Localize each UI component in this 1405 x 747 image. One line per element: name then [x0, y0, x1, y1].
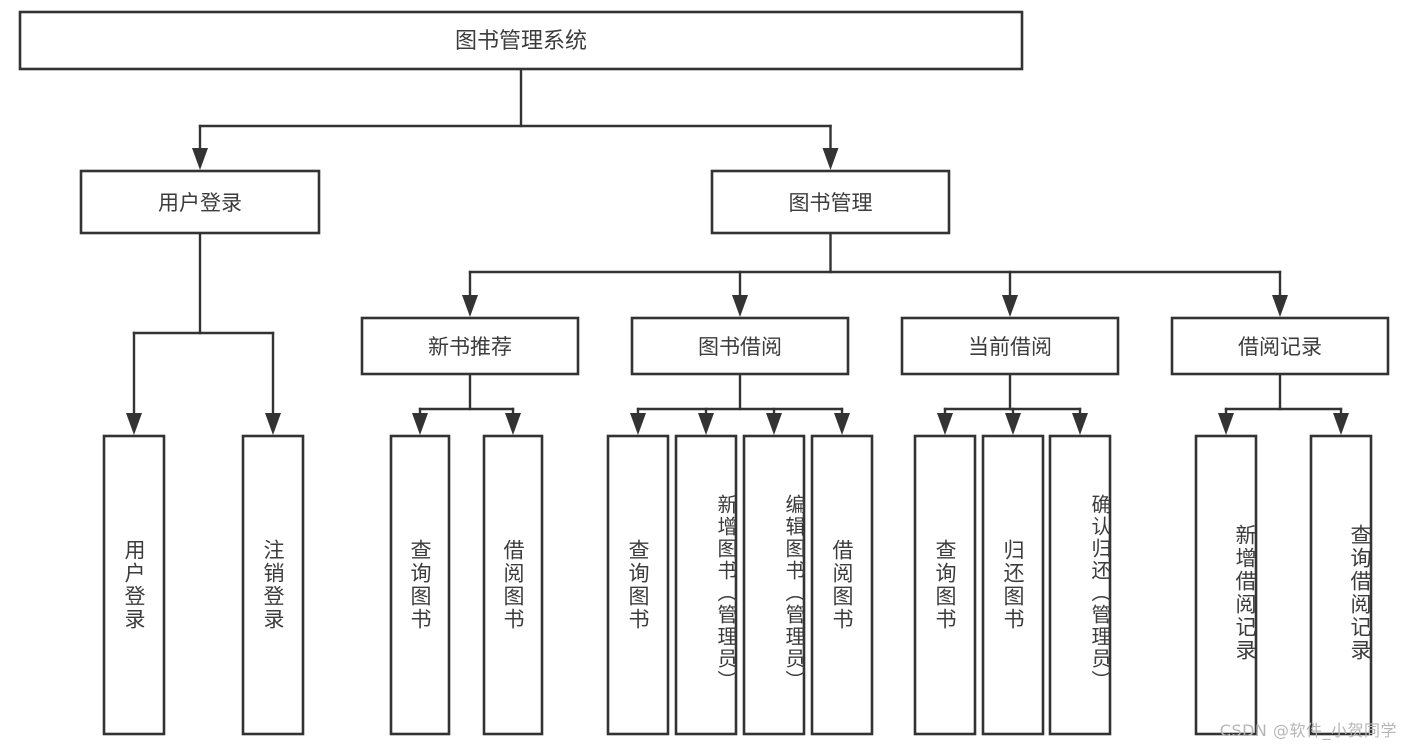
arrow-head-icon	[732, 295, 748, 317]
arrow-head-icon	[505, 413, 521, 435]
arrow-head-icon	[1005, 413, 1021, 435]
root-node-图书管理系统[interactable]: 图书管理系统	[18, 10, 1024, 71]
arrow-head-icon	[126, 413, 142, 435]
arrow-head-icon	[412, 413, 428, 435]
leaf-node-box[interactable]	[1194, 434, 1258, 736]
watermark: CSDN @软件_小贺同学	[1219, 721, 1397, 740]
arrow-head-icon	[630, 413, 646, 435]
node-label: 图书借阅	[698, 335, 782, 359]
arrow-head-icon	[1072, 413, 1088, 435]
leaf-node-box[interactable]	[913, 434, 977, 736]
leaf-node-box[interactable]	[102, 434, 166, 736]
node-label: 图书管理	[789, 191, 873, 215]
arrow-head-icon	[462, 295, 478, 317]
leaf-node-box[interactable]	[1048, 434, 1112, 736]
leaf-node-box[interactable]	[981, 434, 1045, 736]
leaf-node-box[interactable]	[810, 434, 874, 736]
level2-node-1[interactable]: 图书借阅	[630, 316, 850, 376]
arrow-head-icon	[1333, 413, 1349, 435]
arrow-head-icon	[192, 148, 208, 170]
arrow-head-icon	[766, 413, 782, 435]
arrow-head-icon	[834, 413, 850, 435]
arrow-head-icon	[1218, 413, 1234, 435]
node-label: 图书管理系统	[455, 29, 587, 54]
node-label: 借阅记录	[1238, 335, 1322, 359]
leaf-node-box[interactable]	[606, 434, 670, 736]
level2-node-0[interactable]: 新书推荐	[360, 316, 580, 376]
leaf-node-box[interactable]	[482, 434, 544, 736]
arrow-head-icon	[265, 413, 281, 435]
node-label: 用户登录	[158, 191, 242, 215]
leaf-node-box[interactable]	[742, 434, 806, 736]
leaf-node-box[interactable]	[674, 434, 738, 736]
leaf-node-box[interactable]	[389, 434, 451, 736]
level2-node-2[interactable]: 当前借阅	[900, 316, 1120, 376]
level2-node-3[interactable]: 借阅记录	[1170, 316, 1390, 376]
connector-layer	[126, 67, 1349, 435]
arrow-head-icon	[822, 148, 839, 170]
arrow-head-icon	[1002, 295, 1018, 317]
leaf-node-box[interactable]	[1309, 434, 1373, 736]
level1-node-0[interactable]: 用户登录	[79, 169, 321, 235]
level1-node-1[interactable]: 图书管理	[710, 169, 951, 235]
node-label: 新书推荐	[428, 335, 512, 359]
leaf-node-box[interactable]	[241, 434, 305, 736]
arrow-head-icon	[937, 413, 953, 435]
node-label: 当前借阅	[968, 335, 1052, 359]
arrow-head-icon	[1272, 295, 1288, 317]
arrow-head-icon	[698, 413, 714, 435]
